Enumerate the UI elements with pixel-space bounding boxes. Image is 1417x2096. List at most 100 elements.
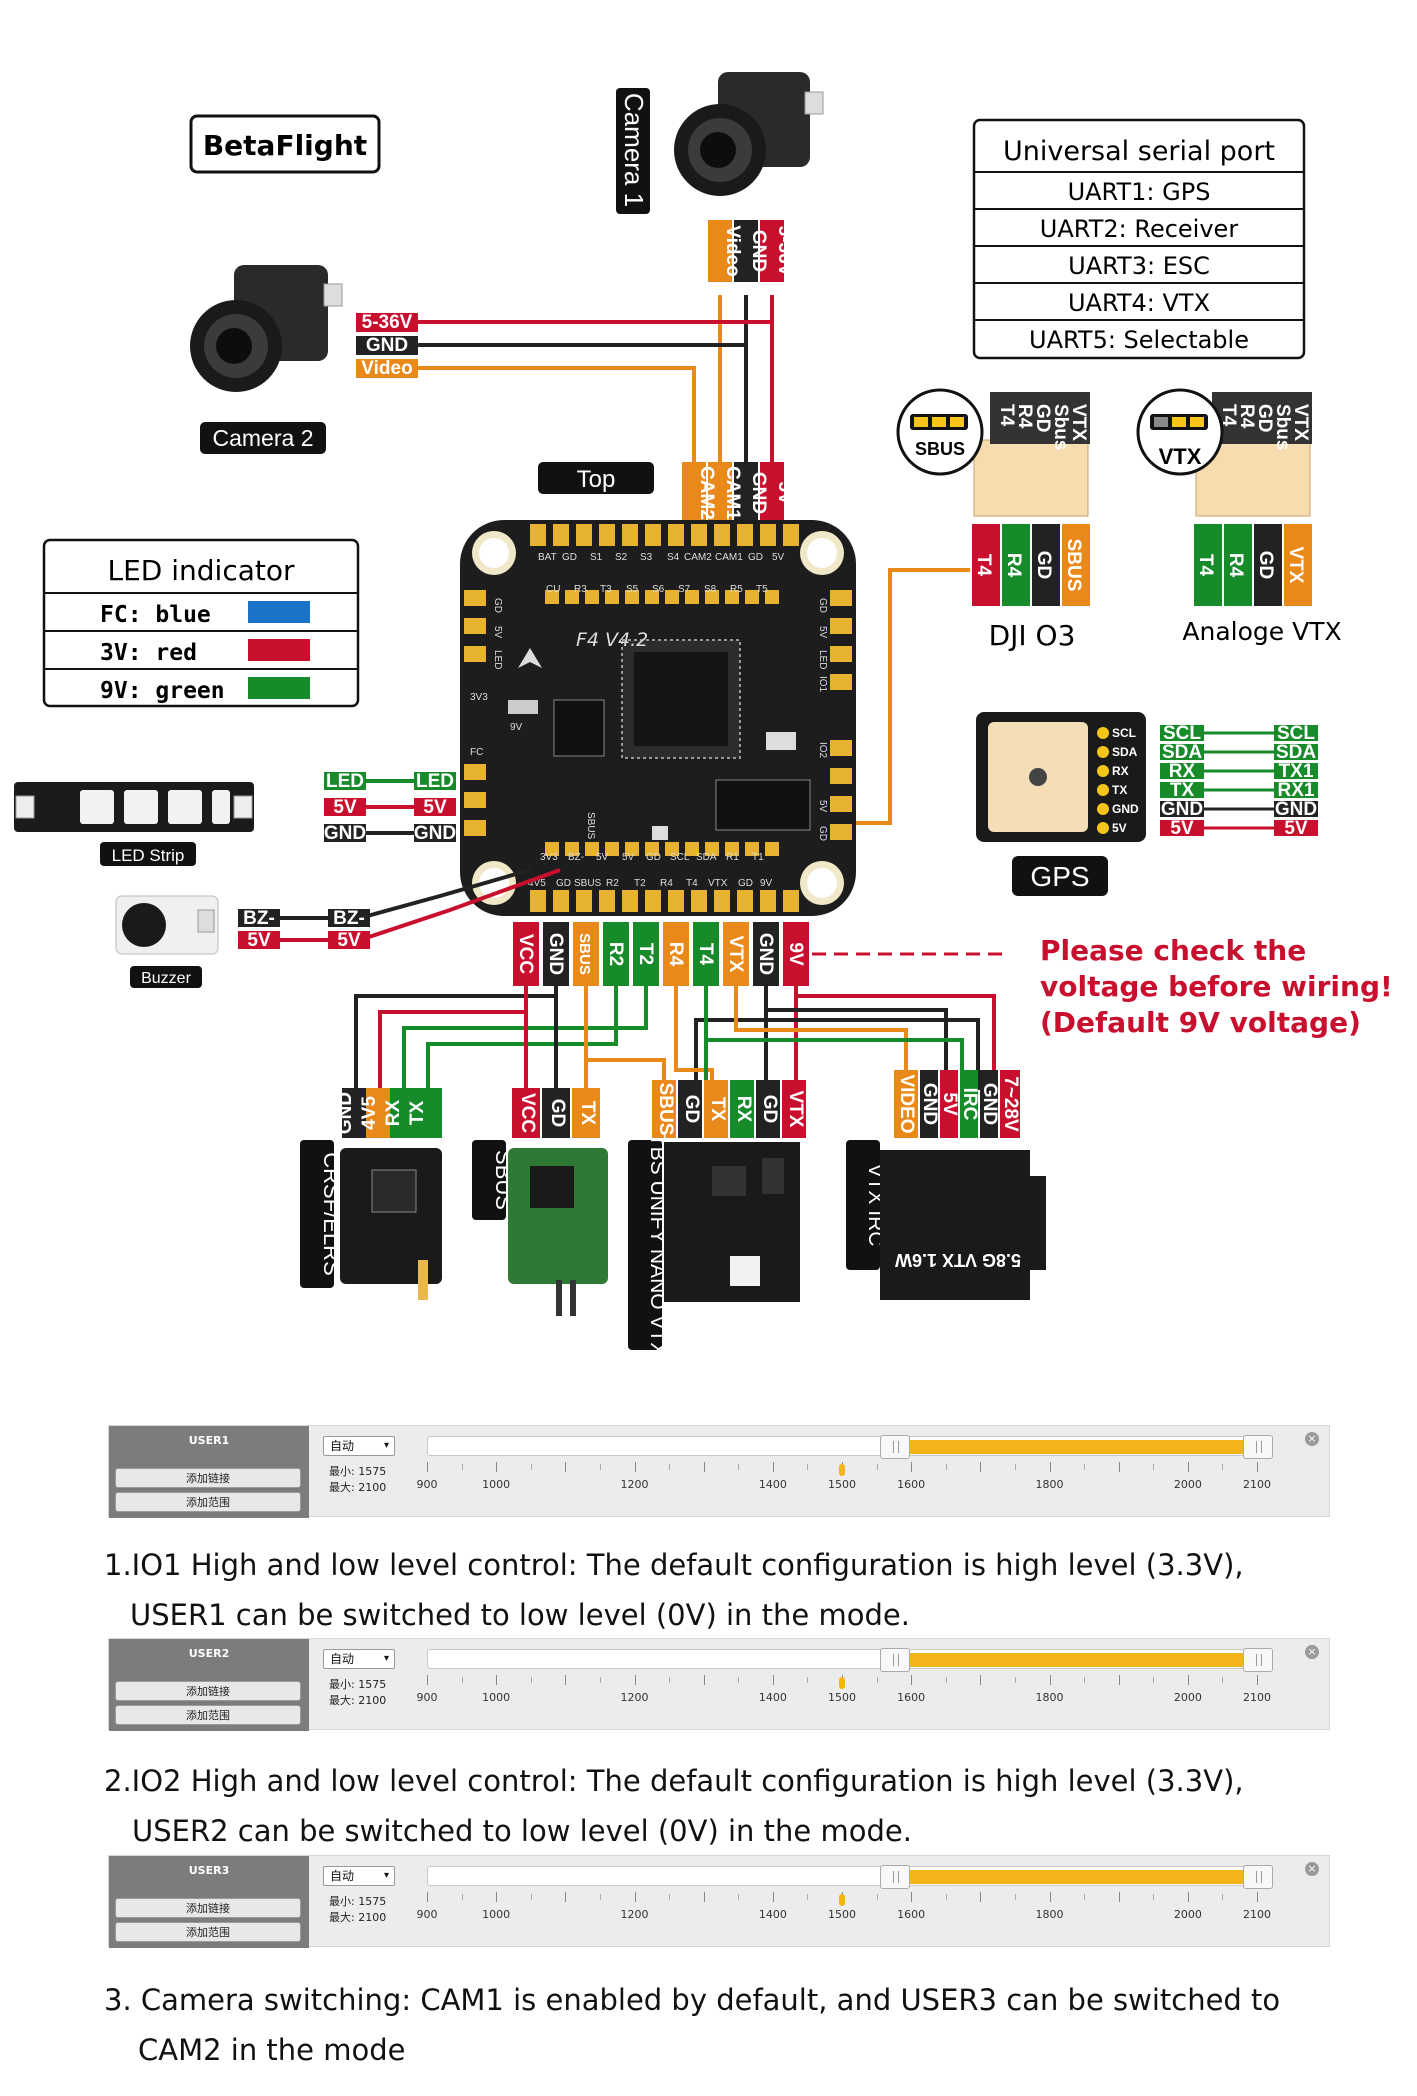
dji-wire: GD [1033,551,1054,580]
scale-tick [738,1677,740,1683]
sbus-wire: VCC [517,1093,538,1133]
vtx-irc: VIDEO GND 5V IRC GND 7~28V VTX IRC 5.8G … [846,1070,1046,1300]
pad-label: 5V [772,552,785,563]
add-link-button[interactable]: 添加链接 [115,1681,301,1701]
mode-select-value: 自动 [330,1439,355,1453]
warning-line: Please check the [1040,934,1306,967]
pad-label: SBUS [585,812,596,840]
pad-label: 9V [510,722,523,733]
scale-tick [427,1892,428,1902]
pad-label: FC [470,747,483,758]
analog-name: Analoge VTX [1182,617,1341,646]
range-handle-low[interactable] [879,1865,910,1889]
tbs-wire: RX [733,1096,754,1123]
scale-tick [1084,1894,1086,1900]
mode-row: USER3 添加链接 添加范围 自动▾ 最小: 1575 最大: 2100 90… [108,1855,1330,1948]
out-cam2: CAM2 [696,466,717,520]
buzzer-wire: 5V [337,930,361,951]
buzzer-wire: 5V [247,930,271,951]
sbus-wire: TX [577,1101,598,1126]
scale-tick [1118,1675,1120,1685]
pad-label: T5 [756,584,768,595]
pad-label: 3V3 [540,852,558,863]
mode-select[interactable]: 自动▾ [323,1649,395,1669]
bottom-wire: T2 [635,943,656,965]
scale-tick [980,1675,982,1685]
scale-tick [1187,1675,1189,1685]
sbus-wire: GD [547,1099,568,1128]
scale-tick [945,1677,947,1683]
bottom-wire: R2 [605,942,626,966]
range-slider[interactable] [427,1435,1273,1459]
add-link-button[interactable]: 添加链接 [115,1468,301,1488]
tbs-wire: GD [759,1095,780,1124]
mode-select[interactable]: 自动▾ [323,1436,395,1456]
range-handle-high[interactable] [1243,1865,1273,1889]
range-handle-low[interactable] [879,1435,910,1459]
mode-select-value: 自动 [330,1652,355,1666]
close-icon[interactable]: × [1305,1862,1319,1876]
scale-tick [461,1677,463,1683]
buzzer-wires: BZ- 5V BZ- 5V [238,868,561,951]
pad-label: IO2 [817,742,828,759]
mode-select[interactable]: 自动▾ [323,1866,395,1886]
buzzer-wire: BZ- [333,908,365,929]
pad-label: R1 [726,852,739,863]
range-handle-low[interactable] [879,1648,910,1672]
cam2-video-label: Video [361,358,412,379]
add-range-button[interactable]: 添加范围 [115,1922,301,1942]
gps-wire: SCL [1277,723,1315,744]
pad-label: GD [562,552,577,563]
range-slider[interactable] [427,1865,1273,1889]
scale-tick [565,1892,567,1902]
scale-tick-label: 900 [416,1691,438,1704]
add-range-button[interactable]: 添加范围 [115,1492,301,1512]
tbs-wire: TX [707,1097,728,1122]
led-row-label: FC: blue [100,602,211,628]
camera-2: Camera 2 [190,265,343,454]
close-icon[interactable]: × [1305,1432,1319,1446]
pad-label: S3 [640,552,653,563]
led-wire: LED [416,771,454,792]
tbs-wire: VTX [785,1091,806,1128]
range-min: 最小: 1575 [329,1895,387,1908]
pad-label: GD [748,552,763,563]
pad-label: GD [817,598,828,613]
add-range-button[interactable]: 添加范围 [115,1705,301,1725]
cam1-gnd-label: GND [748,230,769,272]
pad-label: CAM1 [715,552,743,563]
gps-wire: GND [1161,799,1203,820]
scale-tick [772,1892,774,1902]
range-slider[interactable] [427,1648,1273,1672]
scale-tick [1118,1892,1120,1902]
camera-1: Camera 1 [616,72,824,214]
pad-label: 5V [817,800,828,813]
crsf-wire: GND [335,1092,356,1134]
scale-tick [599,1677,601,1683]
chevron-down-icon: ▾ [383,1870,389,1881]
pad-label: 5V [622,852,635,863]
note-line: 1.IO1 High and low level control: The de… [104,1548,1244,1582]
dji-pin: T4 [996,404,1017,427]
range-handle-high[interactable] [1243,1648,1273,1672]
gps-wire: RX1 [1278,780,1315,801]
close-icon[interactable]: × [1305,1645,1319,1659]
range-handle-high[interactable] [1243,1435,1273,1459]
scale-tick [772,1675,774,1685]
bottom-wire: VCC [515,934,536,974]
scale-tick [980,1892,982,1902]
camera-1-wire-labels: Video GND 5-36V [708,220,795,282]
camera-2-label: Camera 2 [213,425,314,451]
analog-vtx-module: T4 R4 GD Sbus VTX VTX T4 R4 GD VTX Analo… [1136,388,1342,646]
pad-label: SBUS [574,878,602,889]
scale-tick [565,1462,567,1472]
scale-tick [945,1894,947,1900]
buzzer-label: Buzzer [141,970,191,987]
led-swatch-red [248,639,310,661]
add-link-button[interactable]: 添加链接 [115,1898,301,1918]
crsf-wire: RX [383,1099,404,1126]
range-max: 最大: 2100 [329,1481,387,1494]
analog-wire: VTX [1285,547,1306,584]
note-line: USER1 can be switched to low level (0V) … [130,1598,910,1632]
